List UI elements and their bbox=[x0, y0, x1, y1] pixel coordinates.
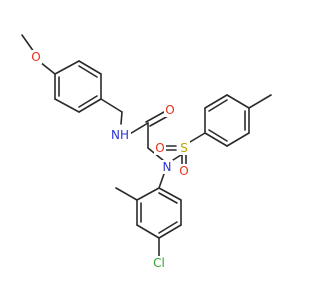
atom-o-sulfonyl-bottom-label: O bbox=[179, 164, 188, 178]
atom-s-sulfonyl-label: S bbox=[180, 141, 188, 155]
bond-r2-inner-3 bbox=[158, 192, 178, 204]
bond-co-2 bbox=[149, 115, 169, 127]
bond-n-s bbox=[172, 154, 182, 161]
bond-nh-carbonyl bbox=[127, 122, 149, 136]
bond-r1-inner-2 bbox=[78, 95, 98, 108]
atom-s-sulfonyl: S bbox=[178, 141, 190, 155]
bond-r3-c bbox=[226, 94, 250, 109]
atom-o-carbonyl-label: O bbox=[165, 103, 174, 117]
atom-n-sulfonamide-label: N bbox=[163, 160, 172, 174]
bond-r2-f bbox=[158, 187, 182, 201]
bond-r3-methyl bbox=[248, 94, 272, 109]
bond-r3-f bbox=[204, 132, 228, 147]
bond-ch2-nh bbox=[120, 111, 123, 125]
bond-r3-inner-1 bbox=[208, 99, 228, 112]
atom-n-sulfonamide: N bbox=[161, 160, 173, 174]
molecule-structure: O NH O S O O N Cl bbox=[21, 34, 272, 270]
atom-o-sulfonyl-bottom: O bbox=[178, 164, 190, 178]
bond-co-1 bbox=[145, 111, 165, 123]
bond-o-ring1 bbox=[39, 61, 56, 75]
bond-r1-b bbox=[78, 60, 102, 75]
bond-r1-a bbox=[54, 60, 80, 75]
atom-o-methoxy-label: O bbox=[31, 50, 40, 64]
atom-o-sulfonyl-left-label: O bbox=[155, 141, 164, 155]
bond-r1-d bbox=[78, 98, 102, 113]
atom-nh-amide-label: NH bbox=[111, 128, 129, 142]
bond-r2-a bbox=[136, 187, 160, 201]
atom-cl: Cl bbox=[150, 256, 168, 270]
molecule-diagram: O NH O S O O N Cl bbox=[21, 34, 272, 270]
atom-o-sulfonyl-left: O bbox=[154, 141, 166, 155]
bond-r1-e bbox=[54, 98, 80, 113]
bond-r2-d bbox=[158, 224, 182, 239]
bond-methyl-o bbox=[21, 34, 35, 53]
bond-r2-methyl bbox=[115, 187, 138, 201]
bond-r3-b bbox=[204, 94, 228, 109]
atom-o-carbonyl: O bbox=[164, 103, 176, 117]
atom-o-methoxy: O bbox=[30, 50, 42, 64]
atom-cl-label: Cl bbox=[153, 256, 165, 270]
bond-s-ring3 bbox=[189, 132, 206, 143]
atom-labels: O NH O S O O N Cl bbox=[30, 50, 190, 270]
bond-r1-inner-1 bbox=[78, 65, 98, 78]
bond-r2-c bbox=[136, 224, 160, 239]
bond-r2-inner-2 bbox=[158, 221, 178, 234]
bond-ring1-ch2 bbox=[100, 98, 123, 113]
bond-n-ring2 bbox=[158, 173, 165, 189]
bond-r3-e bbox=[226, 132, 250, 147]
atom-nh-amide: NH bbox=[111, 128, 131, 142]
bonds bbox=[21, 34, 272, 258]
bond-r3-inner-3 bbox=[208, 129, 228, 142]
